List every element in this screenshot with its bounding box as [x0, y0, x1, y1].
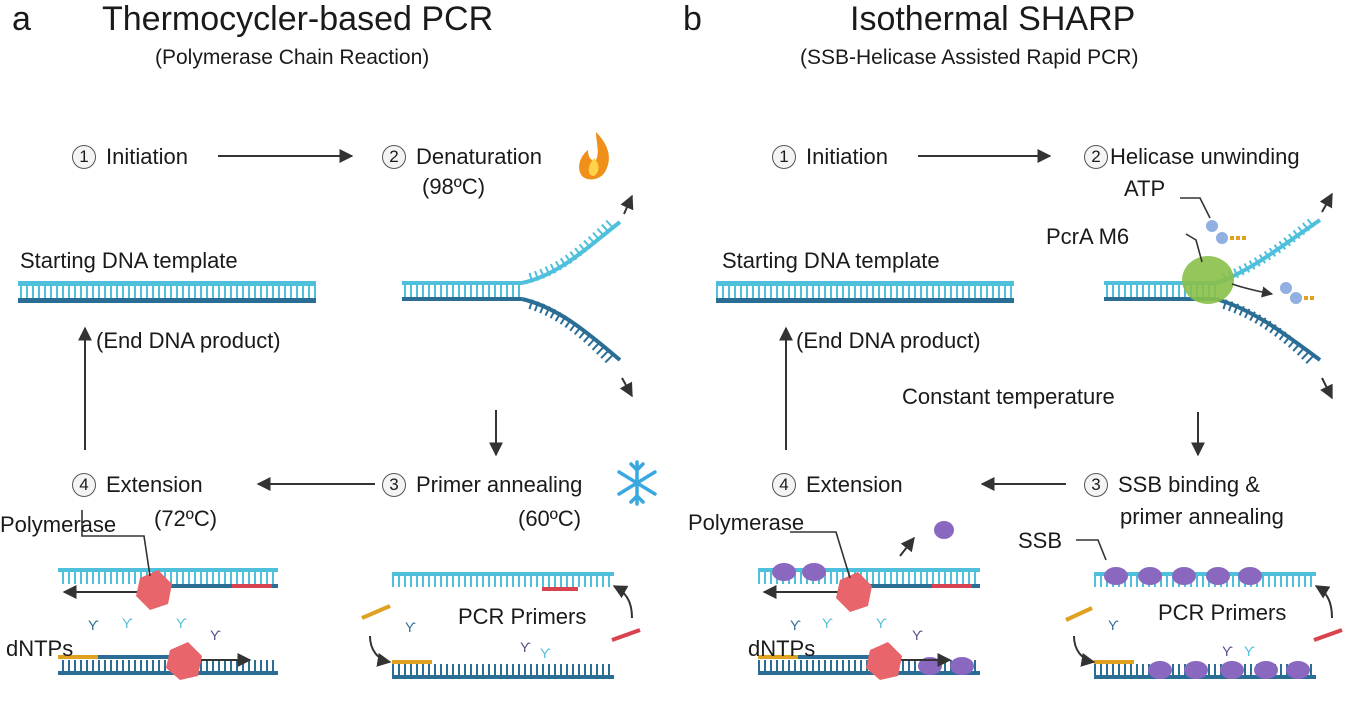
template-label-b: Starting DNA template — [722, 248, 940, 273]
primers-label-a: PCR Primers — [458, 604, 587, 629]
primers-label-b: PCR Primers — [1158, 600, 1287, 625]
condition-extension-a: (72ºC) — [154, 506, 218, 531]
product-label-b: (End DNA product) — [796, 328, 981, 353]
condition-denaturation-a: (98ºC) — [422, 174, 486, 199]
step-number: 1 — [72, 145, 96, 169]
flame-icon — [579, 132, 609, 180]
helicase-pcra-shape — [1182, 256, 1234, 304]
svg-text:ϒ: ϒ — [122, 615, 133, 631]
step-number: 2 — [382, 145, 406, 169]
svg-text:ϒ: ϒ — [405, 619, 416, 635]
subtitle-a: (Polymerase Chain Reaction) — [155, 46, 430, 69]
title-a: Thermocycler-based PCR — [102, 0, 494, 38]
polymerase-a-top — [136, 570, 172, 610]
svg-text:ϒ: ϒ — [790, 617, 801, 633]
pcra-label-b: PcrA M6 — [1046, 224, 1130, 249]
polymerase-b-top — [836, 572, 872, 612]
svg-text:ϒ: ϒ — [520, 639, 531, 655]
dna-fork-a — [402, 194, 634, 398]
polymerase-label-a: Polymerase — [0, 512, 117, 537]
constant-temperature-label: Constant temperature — [902, 384, 1115, 409]
svg-text:ϒ: ϒ — [176, 615, 187, 631]
svg-text:ϒ: ϒ — [88, 617, 99, 633]
title-b: Isothermal SHARP — [850, 0, 1136, 38]
svg-text:ϒ: ϒ — [540, 645, 551, 661]
condition-annealing-a: (60ºC) — [518, 506, 582, 531]
step-number: 1 — [772, 145, 796, 169]
svg-text:ϒ: ϒ — [1222, 643, 1233, 659]
dntps-label-a: dNTPs — [6, 636, 74, 661]
step-number: 3 — [382, 473, 406, 497]
ssb-label-b: SSB — [1018, 528, 1063, 553]
svg-text:ϒ: ϒ — [876, 615, 887, 631]
template-label-a: Starting DNA template — [20, 248, 238, 273]
step-ssb-binding-b-line2: primer annealing — [1120, 504, 1284, 529]
step-number: 4 — [772, 473, 796, 497]
dna-template-a — [18, 281, 316, 303]
svg-text:ϒ: ϒ — [1244, 643, 1255, 659]
polymerase-a-bottom — [166, 642, 202, 680]
extension-strands-b: ϒ ϒ ϒ ϒ — [758, 521, 980, 680]
panel-letter-b: b — [683, 0, 702, 38]
polymerase-b-bottom — [866, 642, 902, 680]
svg-text:ϒ: ϒ — [912, 627, 923, 643]
svg-text:ϒ: ϒ — [822, 615, 833, 631]
step-number: 3 — [1084, 473, 1108, 497]
step-number: 4 — [72, 473, 96, 497]
ssb-strands-b: ϒ ϒ ϒ — [1065, 539, 1343, 679]
step-number: 2 — [1084, 145, 1108, 169]
polymerase-label-b: Polymerase — [688, 510, 805, 535]
product-label-a: (End DNA product) — [96, 328, 281, 353]
dntps-label-b: dNTPs — [748, 636, 816, 661]
atp-label-b: ATP — [1124, 176, 1166, 201]
svg-text:ϒ: ϒ — [210, 627, 221, 643]
svg-text:ϒ: ϒ — [1108, 617, 1119, 633]
dna-template-b — [716, 281, 1014, 303]
panel-letter-a: a — [12, 0, 31, 38]
snowflake-icon — [617, 460, 657, 506]
extension-strands-a: ϒ ϒ ϒ ϒ — [58, 510, 278, 680]
atp-icon — [1206, 220, 1314, 304]
dna-fork-b — [1104, 192, 1333, 400]
annealing-strands-a: ϒ ϒ ϒ — [361, 572, 641, 679]
subtitle-b: (SSB-Helicase Assisted Rapid PCR) — [800, 46, 1139, 69]
